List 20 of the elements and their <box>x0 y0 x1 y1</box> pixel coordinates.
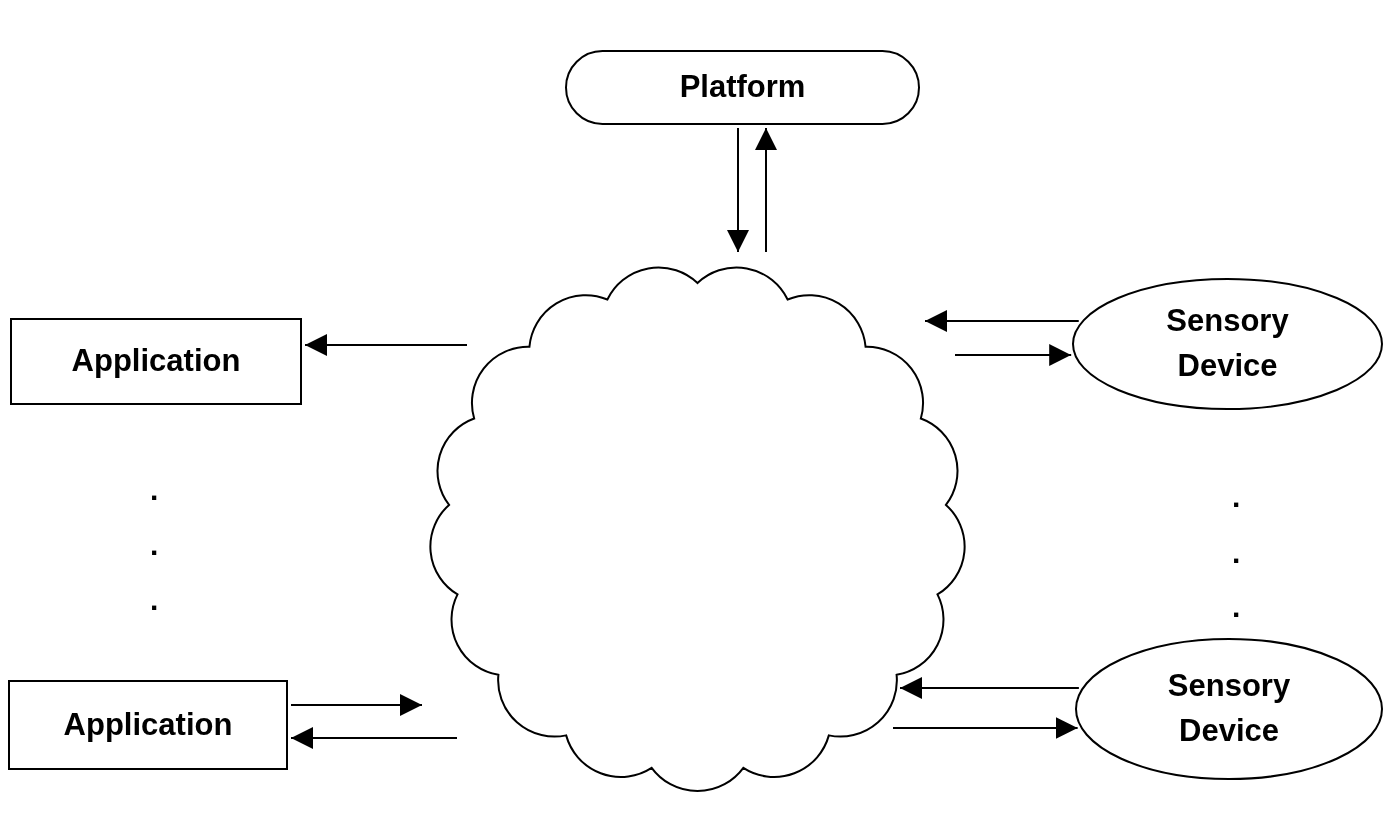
node-label: Platform <box>678 68 807 107</box>
node-label: Application <box>62 705 234 744</box>
arrow <box>290 727 458 749</box>
node-label: Sensory Device <box>1166 667 1292 750</box>
arrow <box>892 717 1079 739</box>
arrow <box>304 334 468 356</box>
arrow <box>727 127 749 253</box>
ellipsis-dot: . <box>150 530 159 560</box>
arrow <box>899 677 1080 699</box>
node-label: Application <box>70 342 242 381</box>
ellipsis-dot: . <box>1232 592 1241 622</box>
arrow <box>924 310 1080 332</box>
node-label: Sensory Device <box>1165 302 1290 385</box>
ellipsis-dot: . <box>150 475 159 505</box>
ellipsis-dot: . <box>150 585 159 615</box>
ellipsis-dot: . <box>1232 538 1241 568</box>
ellipsis-dot: . <box>1232 482 1241 512</box>
arrow <box>290 694 423 716</box>
arrow <box>755 127 777 253</box>
arrow <box>954 344 1073 366</box>
